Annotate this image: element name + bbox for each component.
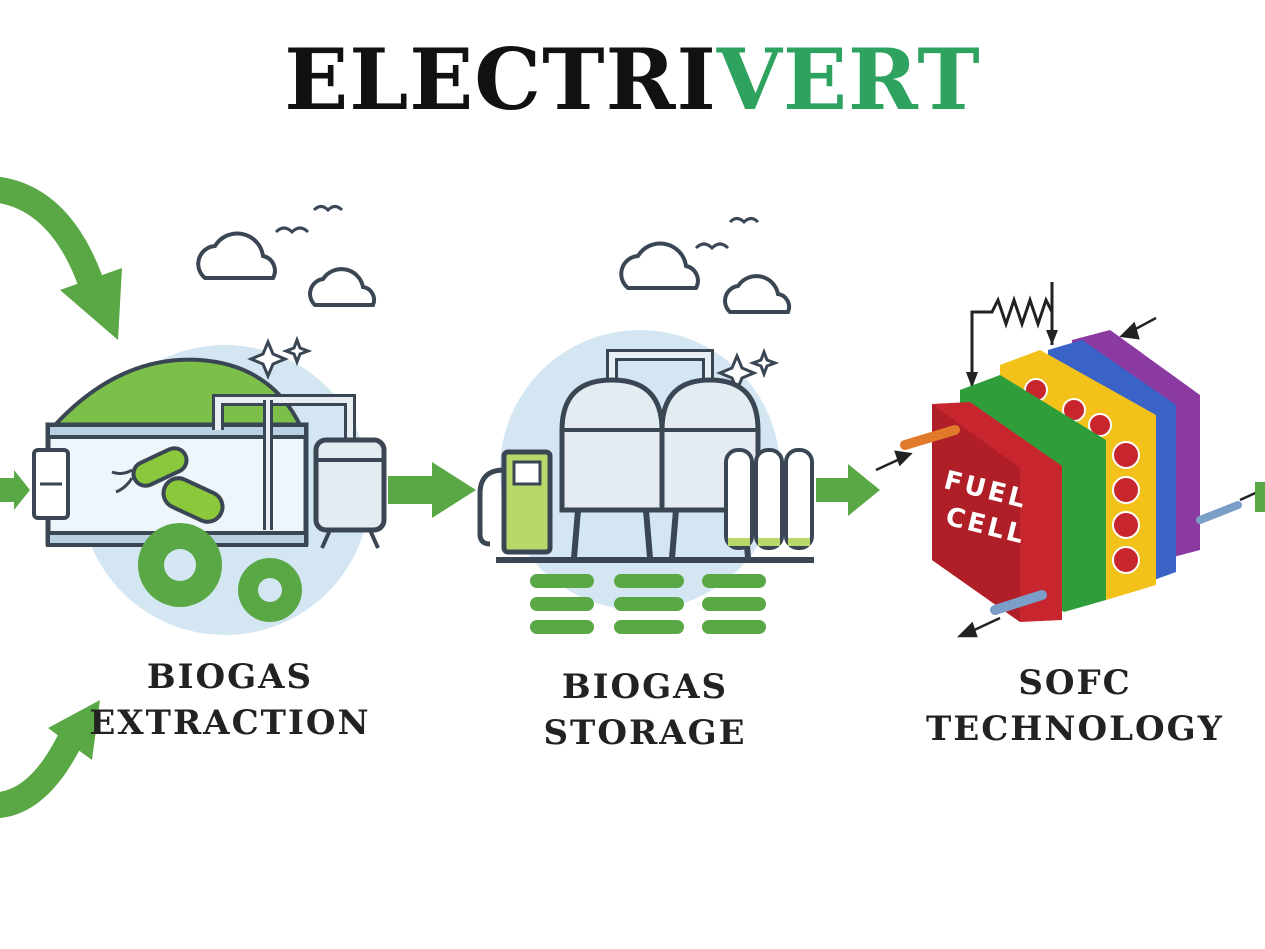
flow-arrow-1 bbox=[388, 462, 476, 518]
brand-logo: ELECTRIVERT bbox=[0, 32, 1265, 128]
incoming-arrow-top bbox=[0, 177, 122, 340]
brand-part-1: ELECTRI bbox=[284, 30, 717, 129]
birds-icon bbox=[274, 205, 344, 235]
ground-bars bbox=[530, 574, 766, 634]
flow-arrow-2 bbox=[816, 464, 880, 516]
incoming-arrow-bottom bbox=[0, 700, 100, 818]
fuel-cell-stack-icon bbox=[875, 282, 1265, 638]
step-label-line: BIOGAS bbox=[561, 667, 729, 707]
gas-storage-tanks-icon bbox=[477, 217, 814, 634]
step-label-line: STORAGE bbox=[543, 713, 747, 753]
incoming-arrow-middle bbox=[0, 470, 30, 510]
gear-icon bbox=[138, 523, 302, 622]
step-label-sofc: SOFC TECHNOLOGY bbox=[915, 660, 1235, 752]
cloud-icon bbox=[619, 241, 792, 314]
step-label-line: TECHNOLOGY bbox=[926, 709, 1224, 749]
biogas-digester-icon bbox=[32, 205, 387, 635]
step-label-line: SOFC bbox=[1018, 663, 1132, 703]
birds-icon bbox=[694, 217, 760, 251]
step-label-extraction: BIOGAS EXTRACTION bbox=[80, 654, 380, 746]
step-label-line: BIOGAS bbox=[146, 657, 314, 697]
brand-part-2: VERT bbox=[716, 30, 981, 129]
sparkle-icon bbox=[247, 335, 313, 380]
step-label-storage: BIOGAS STORAGE bbox=[495, 664, 795, 756]
cloud-icon bbox=[196, 231, 377, 307]
step-label-line: EXTRACTION bbox=[89, 703, 371, 743]
